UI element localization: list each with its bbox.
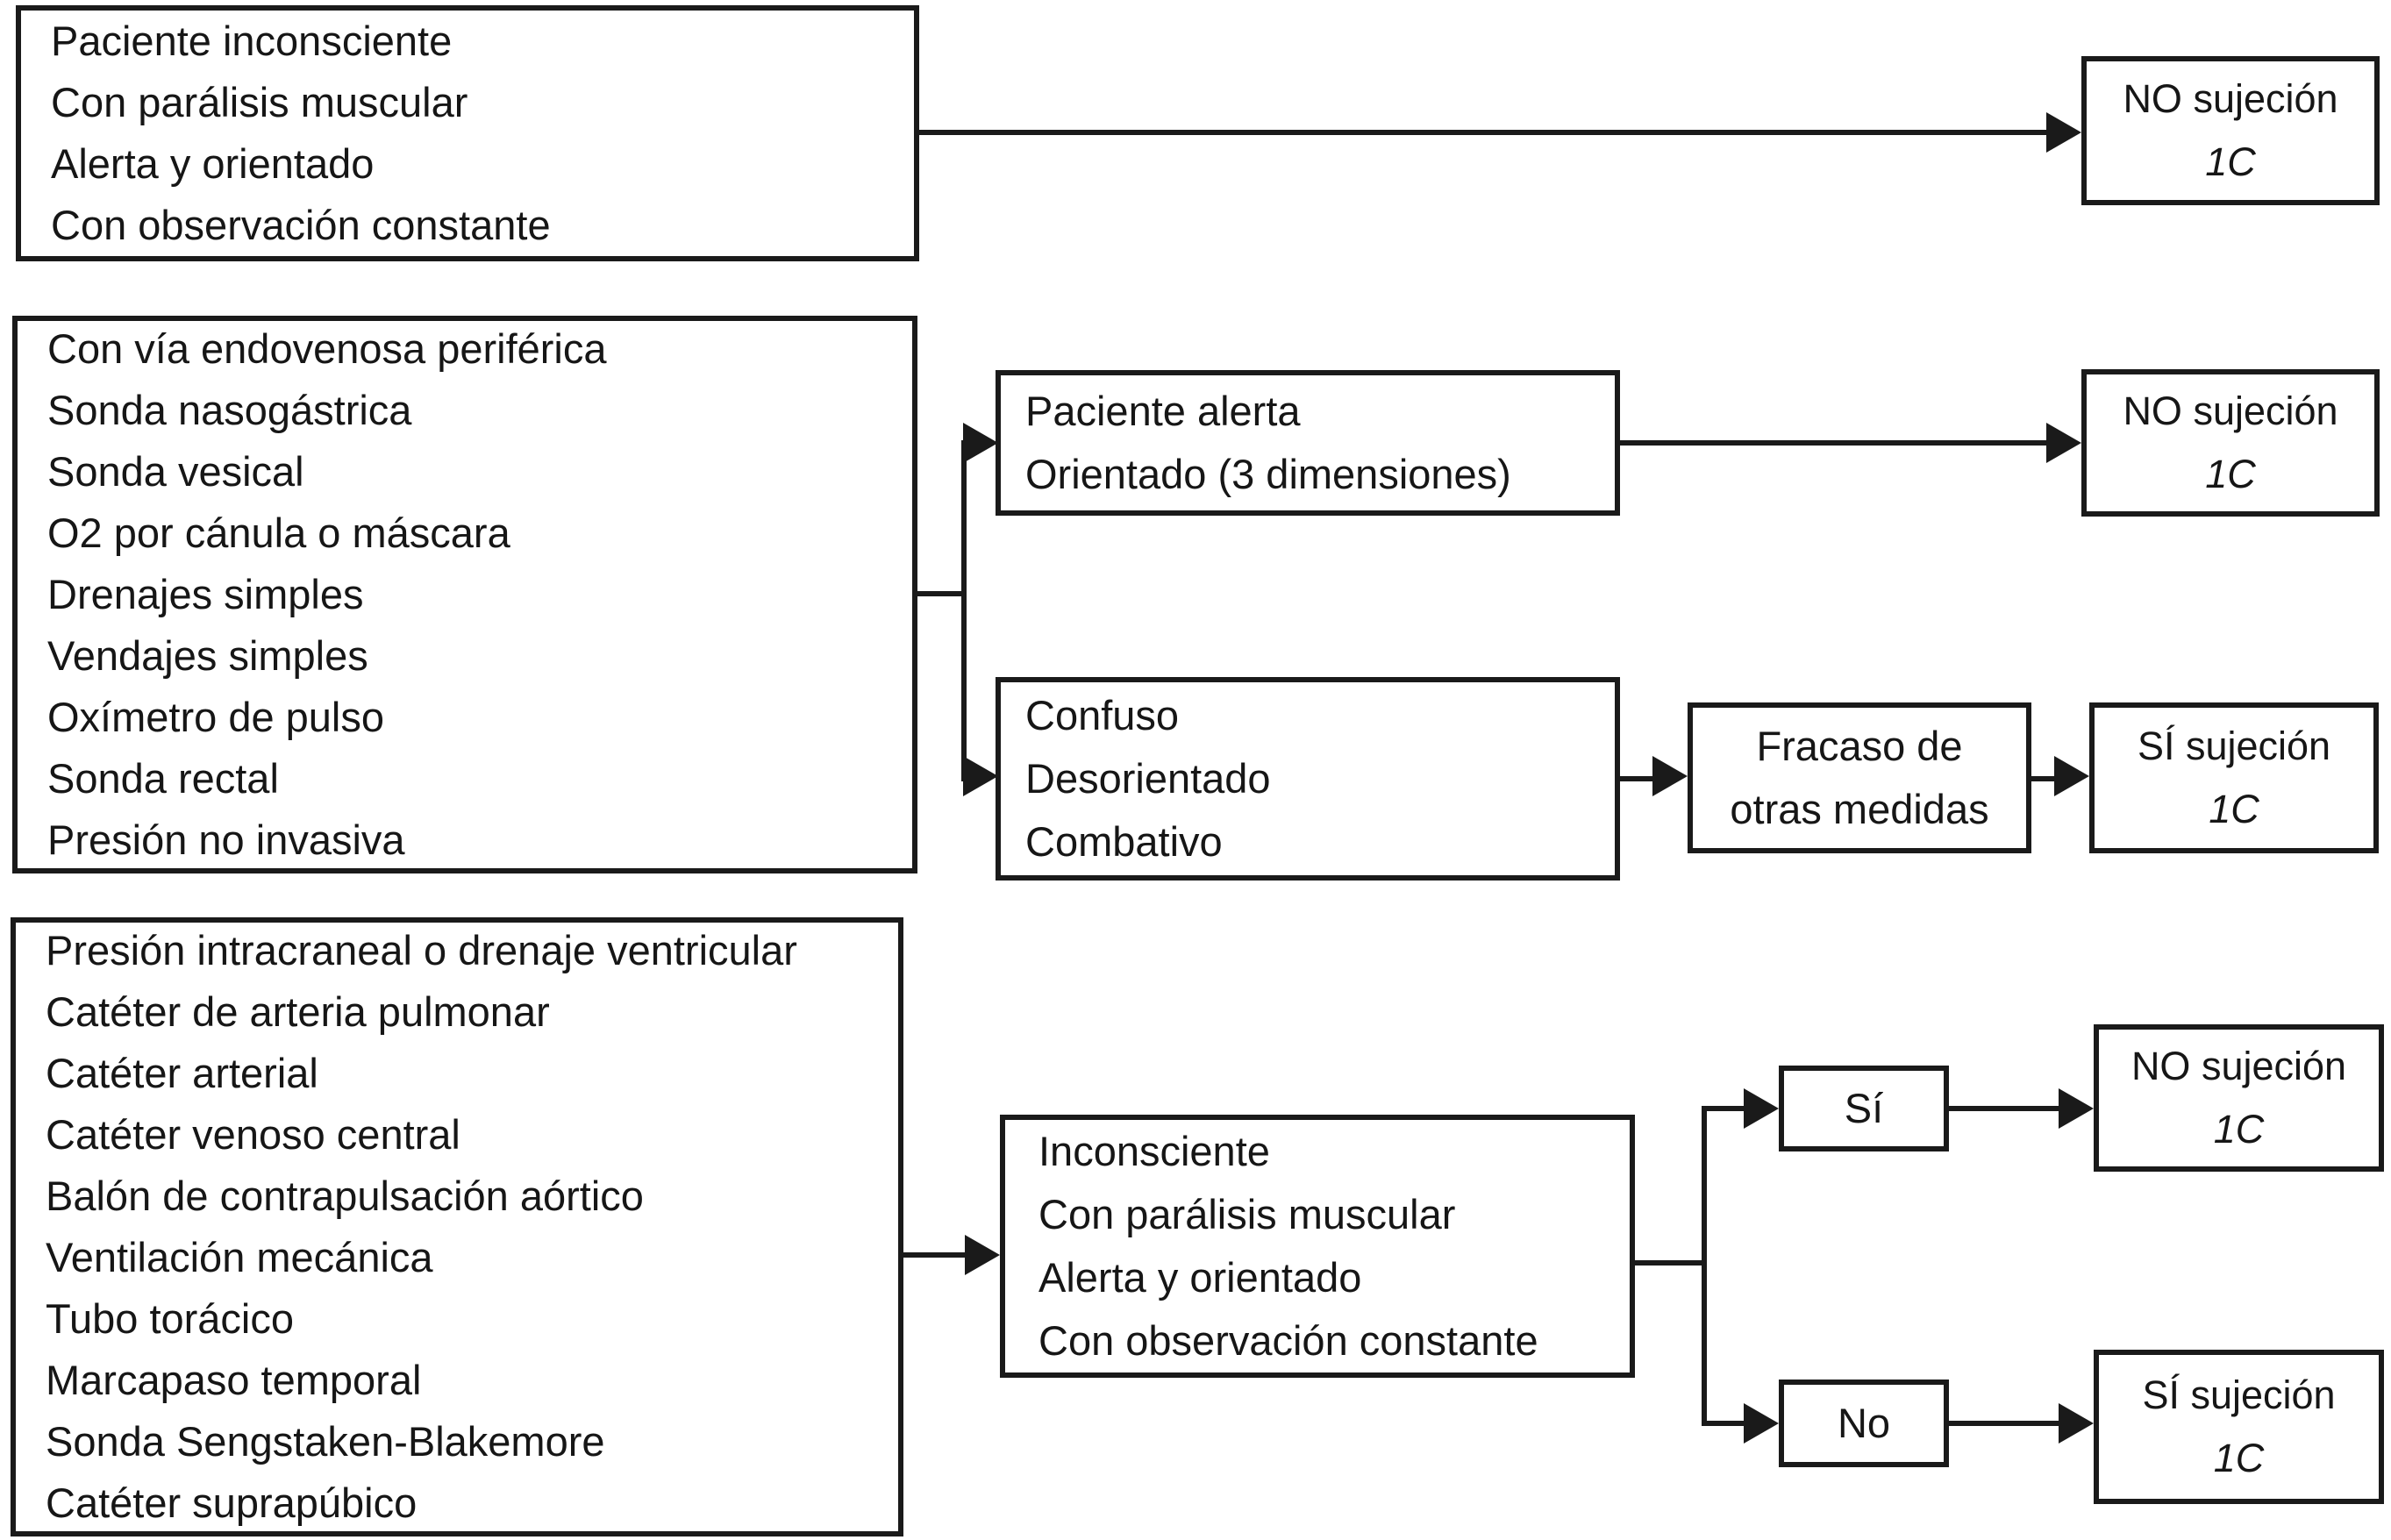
arrowhead-confused-to-failure [1652,756,1688,796]
box-devices-critical-text: Presión intracraneal o drenaje ventricul… [46,927,797,1526]
box-outcome-no-2: NO sujeción 1C [2081,369,2380,517]
connector-branch-2 [1702,1106,1707,1426]
connector-branch-2-bottom [1702,1421,1745,1426]
arrowhead-no-to-yes2 [2059,1403,2094,1444]
box-confused-text: Confuso Desorientado Combativo [1025,692,1271,865]
arrowhead-to-yes-node [1744,1088,1779,1129]
box-monitor-basic: Paciente inconsciente Con parálisis musc… [16,5,919,261]
box-monitor-basic-text: Paciente inconsciente Con parálisis musc… [51,18,551,248]
connector-devices-simple-feed [917,591,967,596]
outcome-no-2-grade: 1C [2205,452,2256,496]
box-outcome-yes-2: SÍ sujeción 1C [2094,1350,2384,1504]
box-yes-node: Sí [1779,1066,1949,1151]
arrowhead-monitor-to-no1 [2046,112,2081,153]
arrowhead-critical-to-state [965,1235,1000,1275]
box-alert-oriented: Paciente alerta Orientado (3 dimensiones… [996,370,1620,516]
box-outcome-no-1: NO sujeción 1C [2081,56,2380,205]
yes-node-label: Sí [1844,1085,1884,1131]
box-devices-simple: Con vía endovenosa periférica Sonda naso… [12,316,917,873]
outcome-yes-2-grade: 1C [2213,1436,2265,1480]
box-alert-oriented-text: Paciente alerta Orientado (3 dimensiones… [1025,388,1511,497]
no-node-label: No [1837,1400,1891,1446]
arrowhead-to-alert-oriented [963,423,998,463]
box-no-node: No [1779,1380,1949,1467]
connector-failure-to-yes1 [2031,776,2056,781]
outcome-no-1-grade: 1C [2205,139,2256,184]
arrowhead-yes-to-no3 [2059,1088,2094,1129]
box-outcome-yes-1: SÍ sujeción 1C [2089,702,2379,853]
connector-alert-to-no2 [1620,440,2046,446]
connector-monitor-to-no1 [919,130,2049,135]
outcome-no-2-label: NO sujeción [2123,389,2338,433]
outcome-no-3-grade: 1C [2213,1107,2265,1151]
arrowhead-alert-to-no2 [2046,423,2081,463]
arrowhead-failure-to-yes1 [2054,756,2089,796]
box-failure-text: Fracaso de otras medidas [1730,723,1989,832]
box-failure-other-measures: Fracaso de otras medidas [1688,702,2031,853]
outcome-yes-2-label: SÍ sujeción [2142,1372,2336,1417]
outcome-no-1-label: NO sujeción [2123,76,2338,121]
connector-branch-2-top [1702,1106,1745,1111]
arrowhead-to-confused [963,756,998,796]
connector-critical-to-state [903,1252,965,1258]
outcome-yes-1-grade: 1C [2209,787,2259,831]
box-outcome-no-3: NO sujeción 1C [2094,1024,2384,1172]
outcome-yes-1-label: SÍ sujeción [2137,724,2331,768]
box-unconscious-state: Inconsciente Con parálisis muscular Aler… [1000,1115,1635,1378]
connector-no-to-yes2 [1949,1421,2059,1426]
box-devices-simple-text: Con vía endovenosa periférica Sonda naso… [47,325,607,863]
box-devices-critical: Presión intracraneal o drenaje ventricul… [11,917,903,1536]
outcome-no-3-label: NO sujeción [2130,1044,2347,1088]
connector-confused-to-failure [1620,776,1655,781]
arrowhead-to-no-node [1744,1403,1779,1444]
box-unconscious-state-text: Inconsciente Con parálisis muscular Aler… [1038,1128,1538,1364]
connector-branch-1 [961,440,967,781]
connector-state-feed [1635,1260,1707,1266]
connector-yes-to-no3 [1949,1106,2059,1111]
box-confused: Confuso Desorientado Combativo [996,677,1620,881]
